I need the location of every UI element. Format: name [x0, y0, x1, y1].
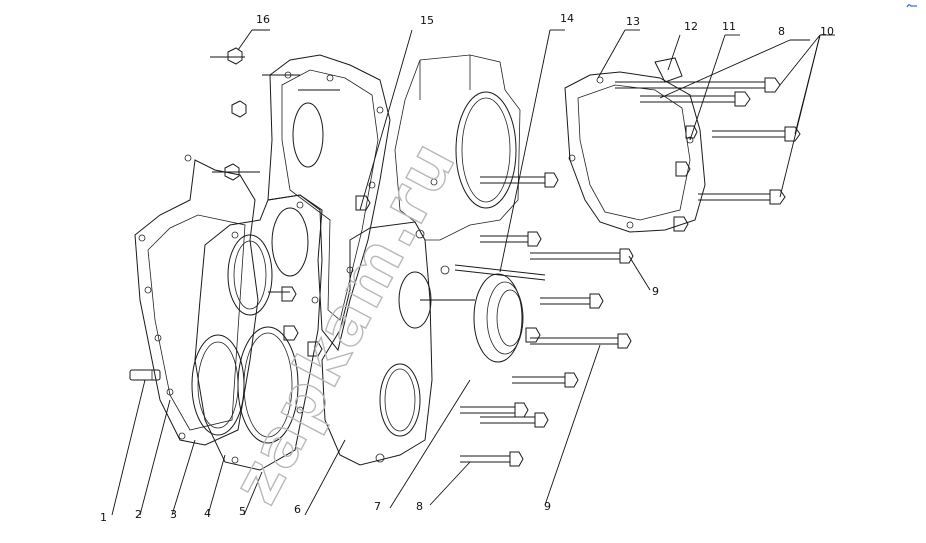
bolt-set	[268, 34, 835, 506]
callout-8-upper: 8	[778, 25, 785, 38]
bolt	[540, 293, 604, 309]
intermediate-plate-part	[171, 194, 323, 516]
bolt	[530, 248, 634, 264]
bolt	[480, 231, 542, 247]
bolt	[615, 77, 781, 93]
dowel-pin-part	[111, 369, 161, 516]
rear-gasket-plate-part	[262, 29, 413, 352]
bolt	[512, 372, 579, 388]
callout-10: 10	[820, 25, 834, 38]
callout-8-lower: 8	[416, 500, 423, 513]
callout-7: 7	[374, 500, 381, 513]
bolt	[460, 402, 529, 418]
oil-seal-part	[389, 273, 524, 509]
callout-4: 4	[204, 507, 211, 520]
bolt	[480, 172, 559, 188]
callout-9-upper: 9	[652, 285, 659, 298]
bolt	[460, 451, 524, 467]
bolt	[530, 333, 632, 349]
bolt	[480, 412, 549, 428]
bolt	[640, 91, 751, 107]
bolt	[268, 286, 297, 302]
callout-1: 1	[100, 511, 107, 524]
callout-6: 6	[294, 503, 301, 516]
front-cover-part	[564, 29, 706, 233]
callout-9-lower: 9	[544, 500, 551, 513]
bolt	[673, 125, 698, 232]
gearcase-housing-part	[304, 54, 521, 516]
bolt	[698, 189, 786, 205]
callout-13: 13	[626, 15, 640, 28]
outer-gasket-part	[134, 154, 259, 516]
bolt	[712, 126, 801, 142]
callout-14: 14	[560, 12, 574, 25]
callout-16: 16	[256, 13, 270, 26]
callout-15: 15	[420, 14, 434, 27]
callout-12: 12	[684, 20, 698, 33]
callout-2: 2	[135, 508, 142, 521]
bolt	[283, 195, 541, 357]
callout-3: 3	[170, 508, 177, 521]
callout-5: 5	[239, 505, 246, 518]
callout-11: 11	[722, 20, 736, 33]
nut-part	[210, 29, 270, 181]
small-plate-part	[654, 34, 683, 83]
corner-logo-icon	[906, 4, 917, 8]
long-stud-part	[454, 29, 565, 281]
